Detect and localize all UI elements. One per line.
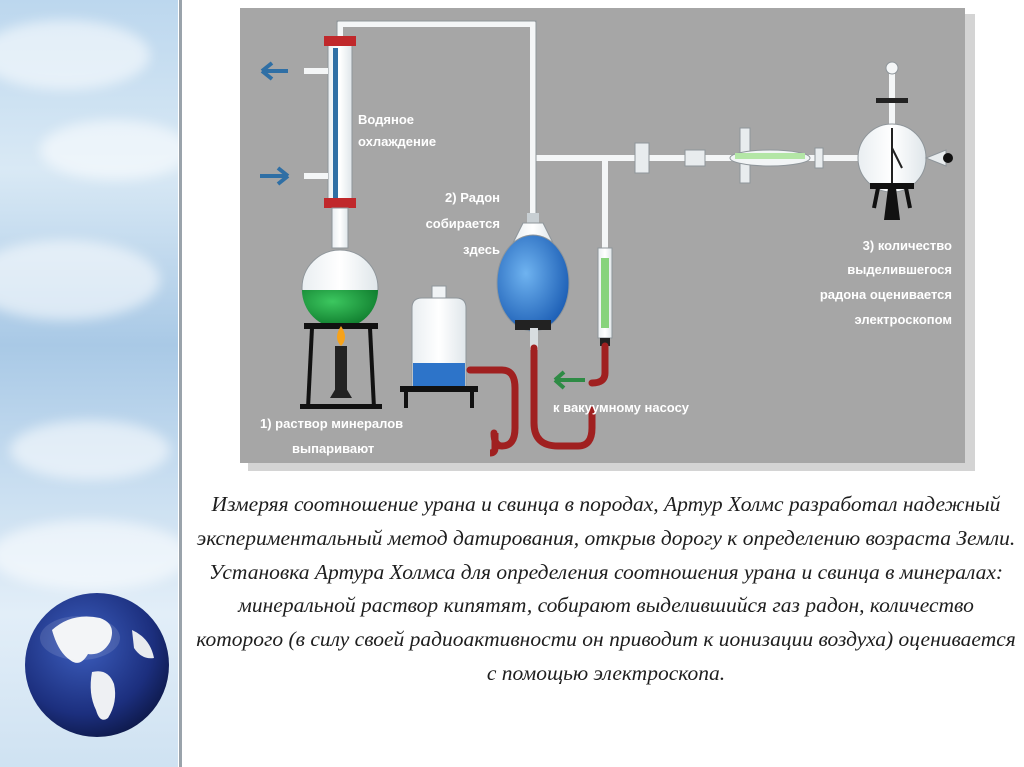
label-radon-measured-4: электроскопом <box>855 312 953 327</box>
globe-icon <box>22 590 172 740</box>
label-radon-collected-2: собирается <box>426 216 500 231</box>
label-water-cooling-2: охлаждение <box>358 134 436 149</box>
label-radon-measured-1: 3) количество <box>863 238 952 253</box>
label-radon-measured-3: радона оценивается <box>820 287 952 302</box>
label-radon-collected-1: 2) Радон <box>445 190 500 205</box>
label-minerals-evaporated-1: 1) раствор минералов <box>260 416 403 431</box>
label-water-cooling-1: Водяное <box>358 112 414 127</box>
caption-paragraph-1: Измеряя соотношение урана и свинца в пор… <box>196 492 1016 550</box>
label-minerals-evaporated-2: выпаривают <box>292 441 374 456</box>
caption: Измеряя соотношение урана и свинца в пор… <box>196 488 1016 758</box>
sidebar-decoration <box>0 0 178 767</box>
radon-apparatus-diagram: Водяное охлаждение 2) Радон собирается з… <box>240 8 975 473</box>
label-radon-measured-2: выделившегося <box>847 262 952 277</box>
label-vacuum-pump: к вакуумному насосу <box>553 400 690 415</box>
caption-paragraph-2: Установка Артура Холмса для определения … <box>196 559 1016 685</box>
sidebar-divider <box>179 0 182 767</box>
label-radon-collected-3: здесь <box>463 242 500 257</box>
